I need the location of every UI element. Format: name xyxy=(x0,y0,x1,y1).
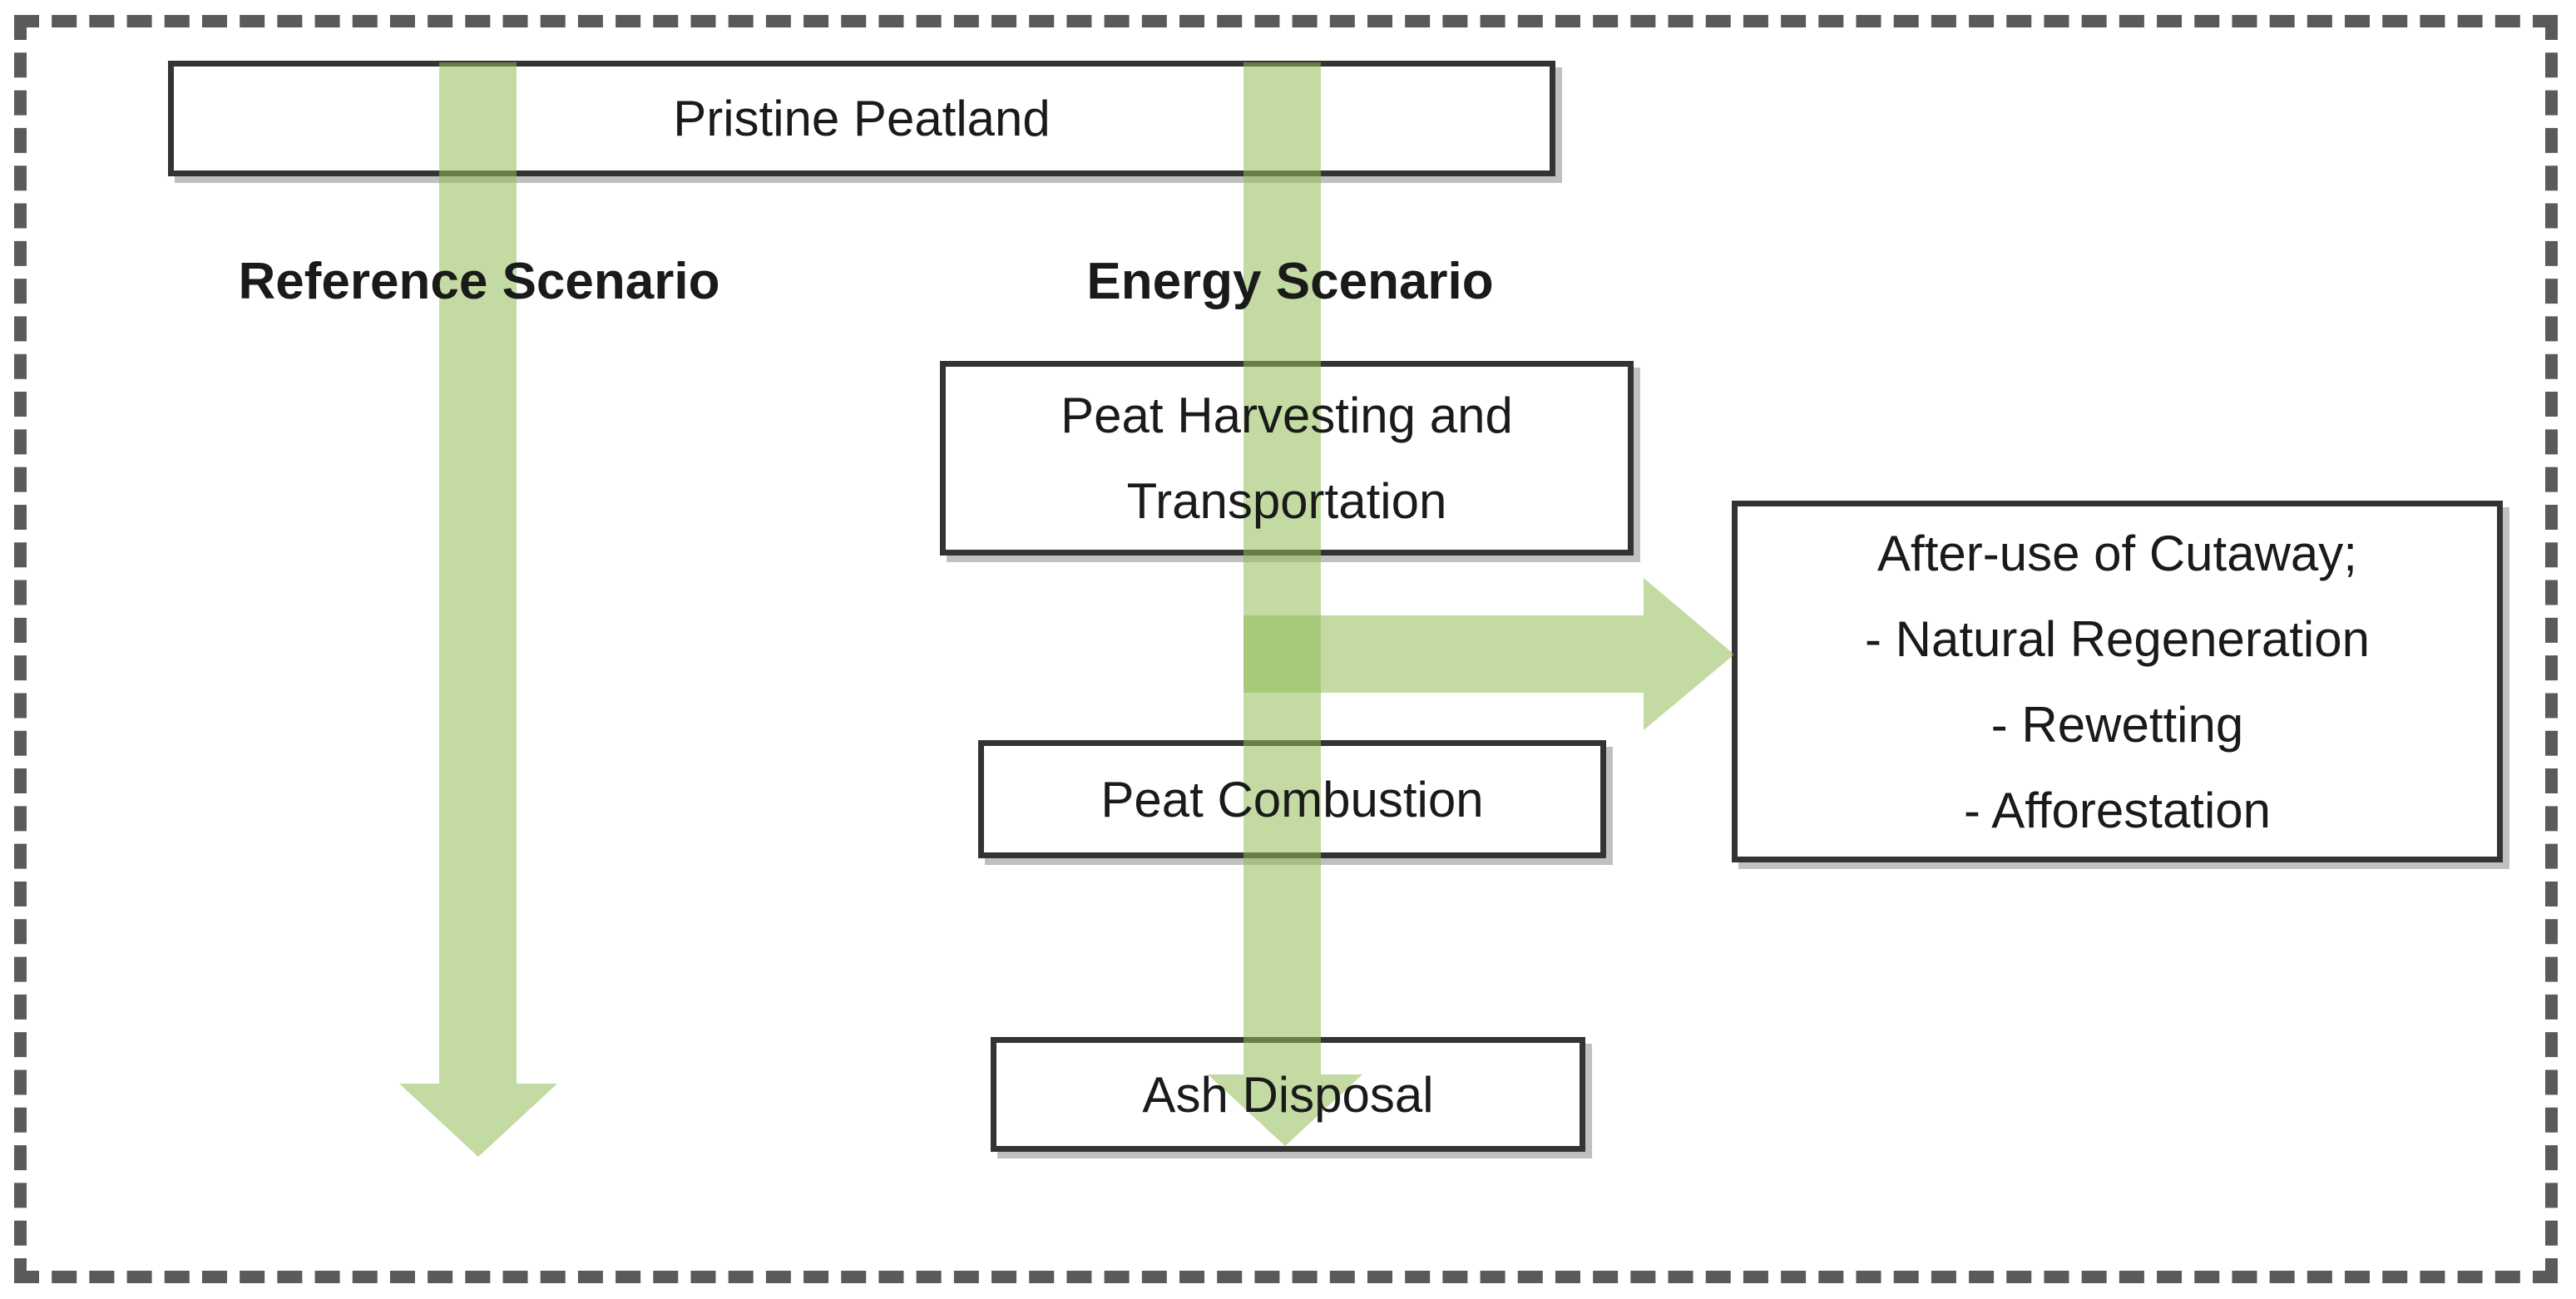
peat-harvesting-label-line2: Transportation xyxy=(1126,473,1447,529)
reference-scenario-heading: Reference Scenario xyxy=(238,252,720,310)
dashed-frame xyxy=(14,15,2558,1283)
energy-scenario-arrow-down-icon xyxy=(1208,1074,1362,1146)
energy-scenario-heading: Energy Scenario xyxy=(1086,252,1494,310)
peat-harvesting-box: Peat Harvesting and Transportation xyxy=(940,361,1634,556)
after-use-box: After-use of Cutaway; - Natural Regenera… xyxy=(1732,501,2503,862)
ash-disposal-label: Ash Disposal xyxy=(1142,1066,1434,1123)
pristine-peatland-box: Pristine Peatland xyxy=(168,61,1555,176)
energy-scenario-arrow-shaft xyxy=(1244,62,1321,1074)
peat-combustion-label: Peat Combustion xyxy=(1100,771,1484,827)
ash-disposal-box: Ash Disposal xyxy=(991,1037,1585,1152)
peat-combustion-box: Peat Combustion xyxy=(978,740,1606,858)
after-use-label-line4: - Afforestation xyxy=(1963,782,2272,838)
after-use-label-line2: - Natural Regeneration xyxy=(1864,610,2370,667)
reference-scenario-arrow-down-icon xyxy=(399,1084,557,1157)
pristine-peatland-label: Pristine Peatland xyxy=(673,91,1051,146)
reference-scenario-arrow-shaft xyxy=(439,62,517,1084)
after-use-arrow-right-icon xyxy=(1644,578,1734,730)
peat-harvesting-label-line1: Peat Harvesting and xyxy=(1061,388,1513,443)
after-use-arrow-shaft xyxy=(1244,615,1644,693)
after-use-label-line3: - Rewetting xyxy=(1990,696,2244,753)
after-use-label-line1: After-use of Cutaway; xyxy=(1877,525,2357,581)
